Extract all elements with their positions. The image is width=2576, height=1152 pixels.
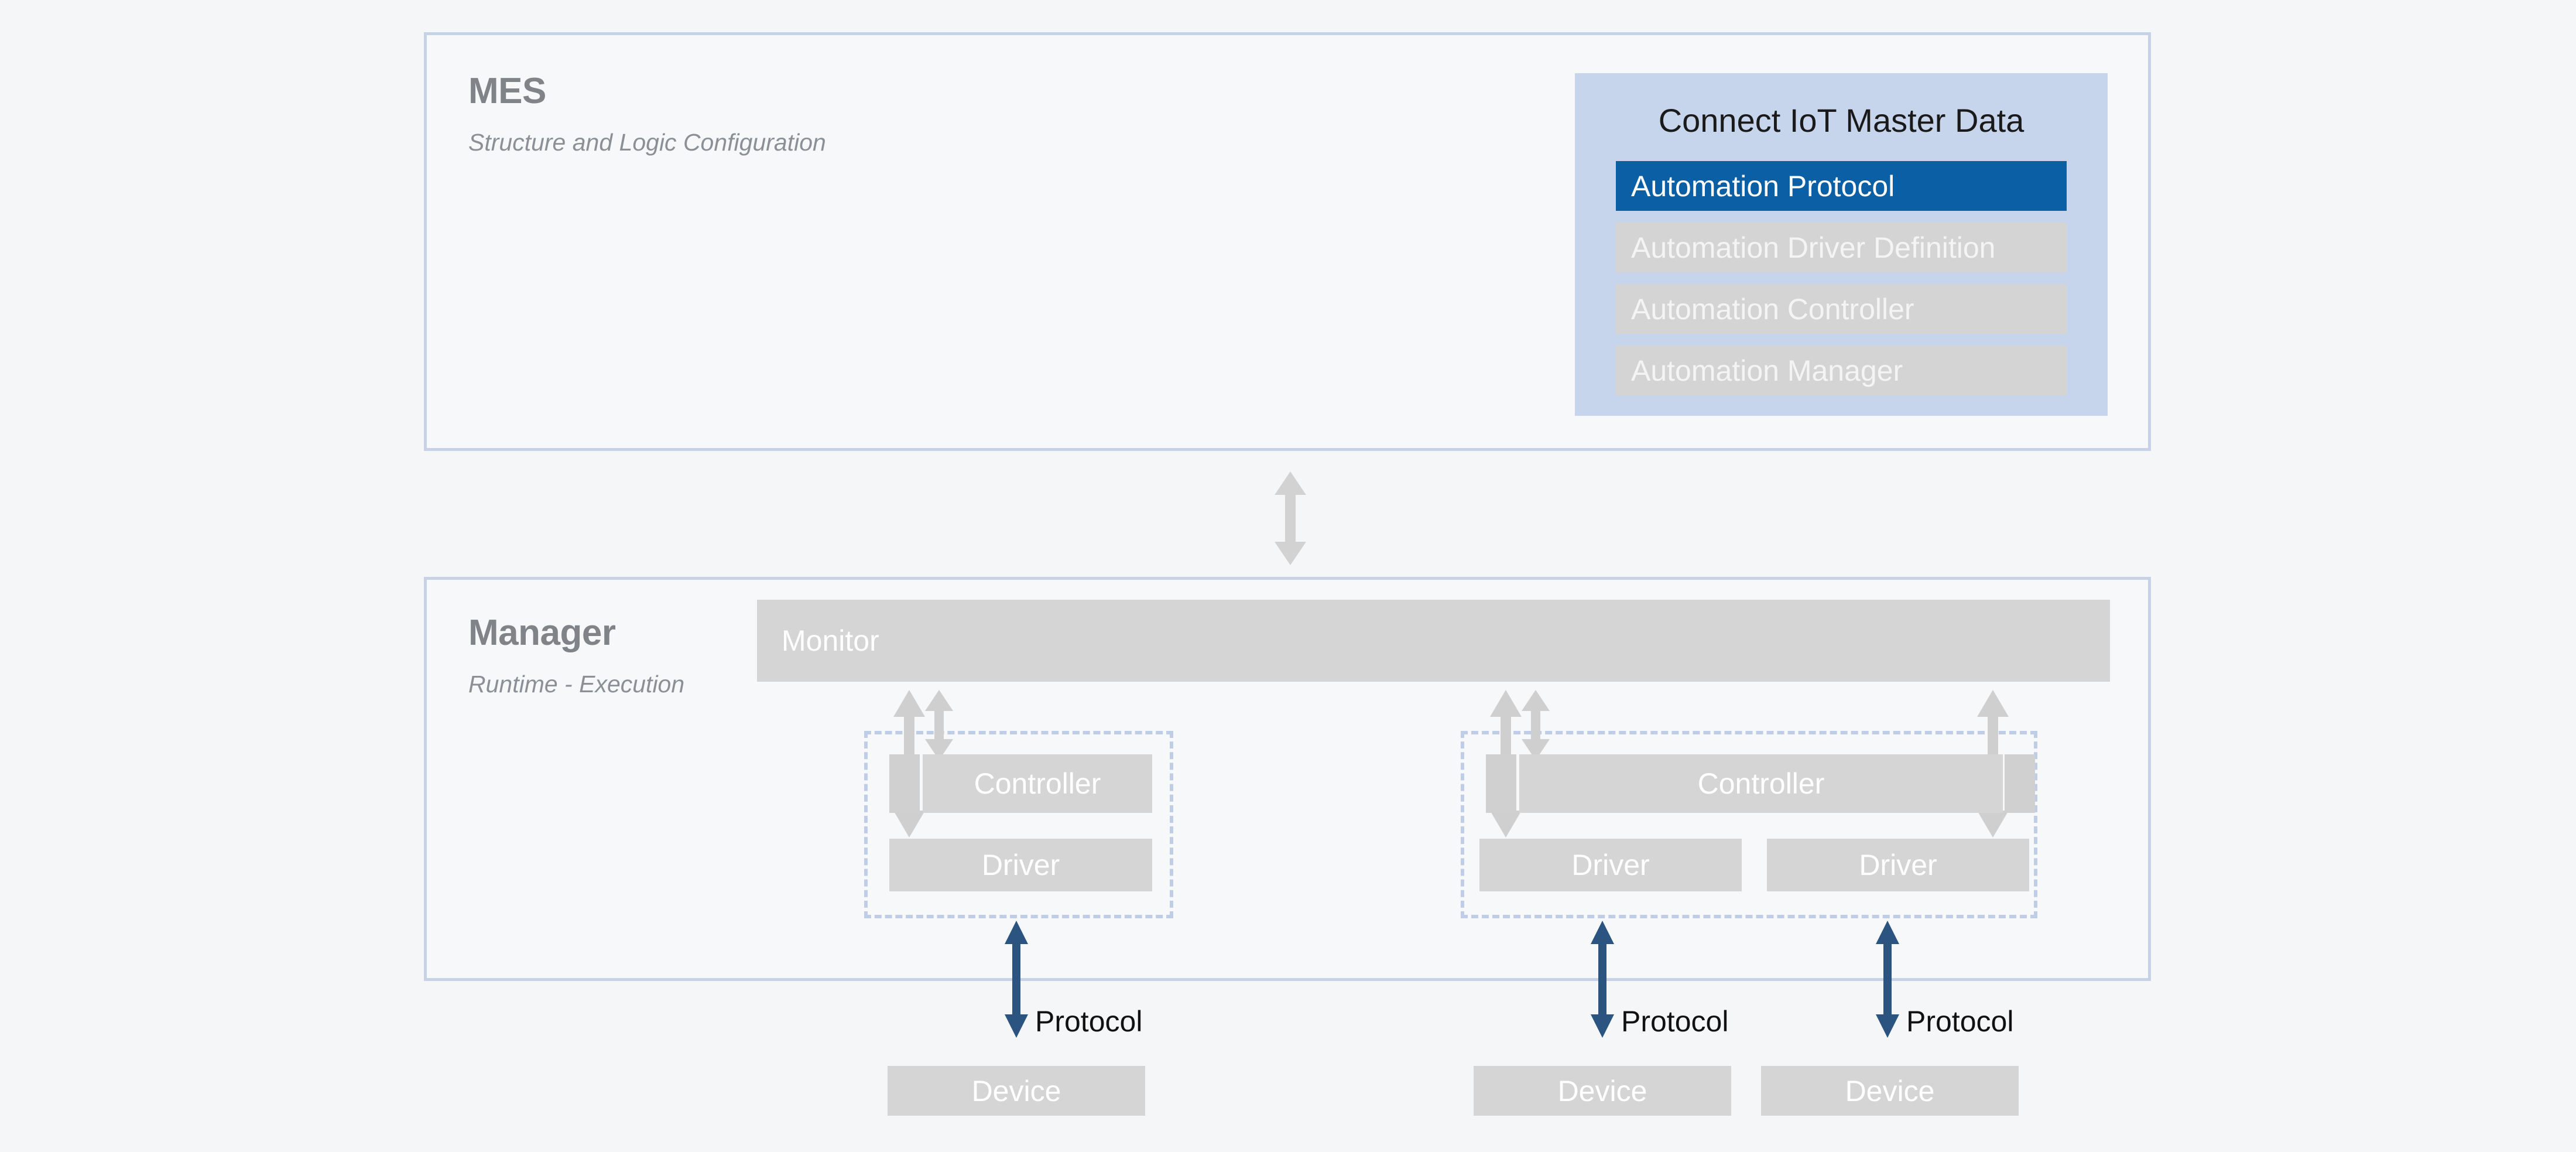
master-data-item-automation-driver-definition[interactable]: Automation Driver Definition (1616, 223, 2067, 272)
group-right-driver-1[interactable]: Driver (1479, 839, 1742, 891)
monitor-bar[interactable]: Monitor (757, 600, 2110, 682)
connect-iot-master-data-card: Connect IoT Master Data Automation Proto… (1575, 73, 2108, 416)
master-data-title: Connect IoT Master Data (1658, 102, 2025, 139)
device-3[interactable]: Device (1761, 1066, 2019, 1116)
protocol-arrow-3 (1873, 921, 1902, 1038)
manager-subtitle: Runtime - Execution (468, 671, 685, 698)
master-data-item-automation-controller[interactable]: Automation Controller (1616, 284, 2067, 334)
controller-label: Controller (974, 767, 1101, 800)
protocol-label-3: Protocol (1906, 1005, 2014, 1038)
group-left-controller-port-tab (889, 754, 920, 813)
driver-label: Driver (1571, 849, 1650, 881)
master-data-item-label: Automation Manager (1631, 354, 1903, 387)
group-right-monitor-controller-arrow (1520, 690, 1551, 760)
mes-subtitle: Structure and Logic Configuration (468, 129, 826, 156)
group-right-controller-port-tab-left (1486, 754, 1516, 813)
device-label: Device (1845, 1074, 1935, 1107)
protocol-label-2: Protocol (1621, 1005, 1729, 1038)
master-data-item-label: Automation Protocol (1631, 169, 1895, 203)
manager-title: Manager (468, 613, 616, 653)
master-data-item-label: Automation Controller (1631, 292, 1914, 326)
master-data-item-automation-manager[interactable]: Automation Manager (1616, 346, 2067, 395)
group-left-monitor-controller-arrow (924, 690, 954, 760)
protocol-label-1: Protocol (1035, 1005, 1143, 1038)
master-data-item-automation-protocol[interactable]: Automation Protocol (1616, 161, 2067, 211)
group-right-controller[interactable]: Controller (1519, 754, 2003, 813)
protocol-arrow-2 (1588, 921, 1616, 1038)
device-label: Device (971, 1074, 1061, 1107)
device-label: Device (1557, 1074, 1647, 1107)
device-1[interactable]: Device (888, 1066, 1145, 1116)
group-left-controller[interactable]: Controller (923, 754, 1152, 813)
driver-label: Driver (981, 849, 1060, 881)
group-left-boundary (864, 731, 1173, 918)
device-2[interactable]: Device (1474, 1066, 1731, 1116)
group-left-driver-1[interactable]: Driver (889, 839, 1152, 891)
mes-manager-bidirectional-arrow (1273, 471, 1307, 565)
master-data-item-label: Automation Driver Definition (1631, 231, 1996, 264)
group-right-controller-port-tab-right (2005, 754, 2035, 813)
protocol-arrow-1 (1002, 921, 1030, 1038)
group-right-driver-2[interactable]: Driver (1767, 839, 2029, 891)
mes-title: MES (468, 71, 546, 111)
controller-label: Controller (1697, 767, 1825, 800)
driver-label: Driver (1859, 849, 1937, 881)
group-right-boundary (1461, 731, 2037, 918)
monitor-label: Monitor (782, 624, 879, 657)
